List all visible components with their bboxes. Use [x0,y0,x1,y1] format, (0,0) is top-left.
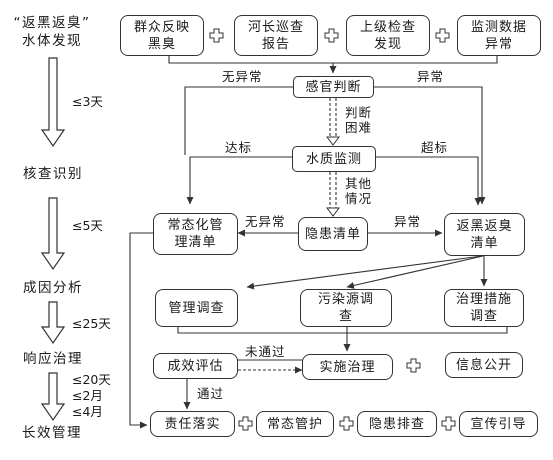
information-disclosure-box: 信息公开 [445,352,523,378]
arrow-monitor-meet [186,156,292,205]
plus-icon [339,416,354,431]
arrow-judge-hard [326,136,340,146]
label-passed: 通过 [197,386,225,401]
label-abnormal-1: 异常 [417,69,445,84]
responsibility-box: 责任落实 [150,411,235,437]
effect-evaluation-box: 成效评估 [153,353,238,379]
source-superior-inspection: 上级检查 发现 [346,15,430,56]
duration-discovery: ≤3天 [72,94,103,109]
plus-icon [209,28,224,43]
label-no-abnormal-2: 无异常 [245,214,286,229]
stage-arrow-2 [40,197,66,271]
hazard-screening-box: 隐患排查 [357,411,437,437]
arrow-to-pollution-survey [346,255,484,289]
stage-response: 响应治理 [23,351,83,367]
label-no-abnormal-1: 无异常 [222,69,263,84]
routine-maintenance-box: 常态管护 [256,411,334,437]
duration-cause-analysis: ≤25天 [72,316,111,331]
source-public-report: 群众反映 黑臭 [120,15,204,56]
arrow-other-case [326,207,340,217]
surveys-merge-line [177,327,508,334]
arrow-to-mgmt-survey [246,255,483,290]
plus-icon [435,28,450,43]
plus-icon [441,416,456,431]
label-other-case: 其他 情况 [345,176,373,206]
return-black-odor-list-box: 返黑返臭 清单 [444,213,525,256]
publicity-guidance-box: 宣传引导 [459,411,538,437]
stage-arrow-4 [40,372,66,422]
arrow-sensory-no-abnormal [184,86,293,155]
sources-merge-line [168,56,498,64]
plus-icon [324,28,339,43]
source-river-chief: 河长巡查 报告 [234,15,318,56]
implement-treatment-box: 实施治理 [302,354,393,380]
stage-arrow-1 [40,57,66,148]
source-monitoring-data: 监测数据 异常 [457,15,541,56]
stage-arrow-3 [40,301,66,345]
hazard-list-box: 隐患清单 [298,217,368,251]
plus-icon [238,416,253,431]
sensory-judgment-box: 感官判断 [293,76,374,98]
duration-response: ≤20天 ≤2月 ≤4月 [72,372,111,419]
water-monitoring-box: 水质监测 [292,146,376,172]
stage-discovery: “返黑返臭” 水体发现 [13,15,91,49]
measure-survey-box: 治理措施 调查 [444,289,524,327]
stage-long-term: 长效管理 [22,425,82,441]
management-survey-box: 管理调查 [155,289,238,327]
label-judge-hard: 判断 困难 [345,105,373,135]
stage-cause-analysis: 成因分析 [23,280,83,296]
stage-verification: 核查识别 [23,166,83,182]
normal-management-list-box: 常态化管 理清单 [153,213,238,255]
label-exceed-standard: 超标 [421,140,449,155]
arrow-normal-to-responsibility [129,232,153,429]
arrow-monitor-exceed [376,156,482,206]
label-abnormal-2: 异常 [394,214,422,229]
arrow-sensory-abnormal [374,86,486,205]
label-meet-standard: 达标 [225,140,253,155]
plus-icon [406,358,421,373]
label-not-passed: 未通过 [245,344,286,359]
duration-verification: ≤5天 [72,218,103,233]
pollution-source-survey-box: 污染源调 查 [300,289,392,327]
